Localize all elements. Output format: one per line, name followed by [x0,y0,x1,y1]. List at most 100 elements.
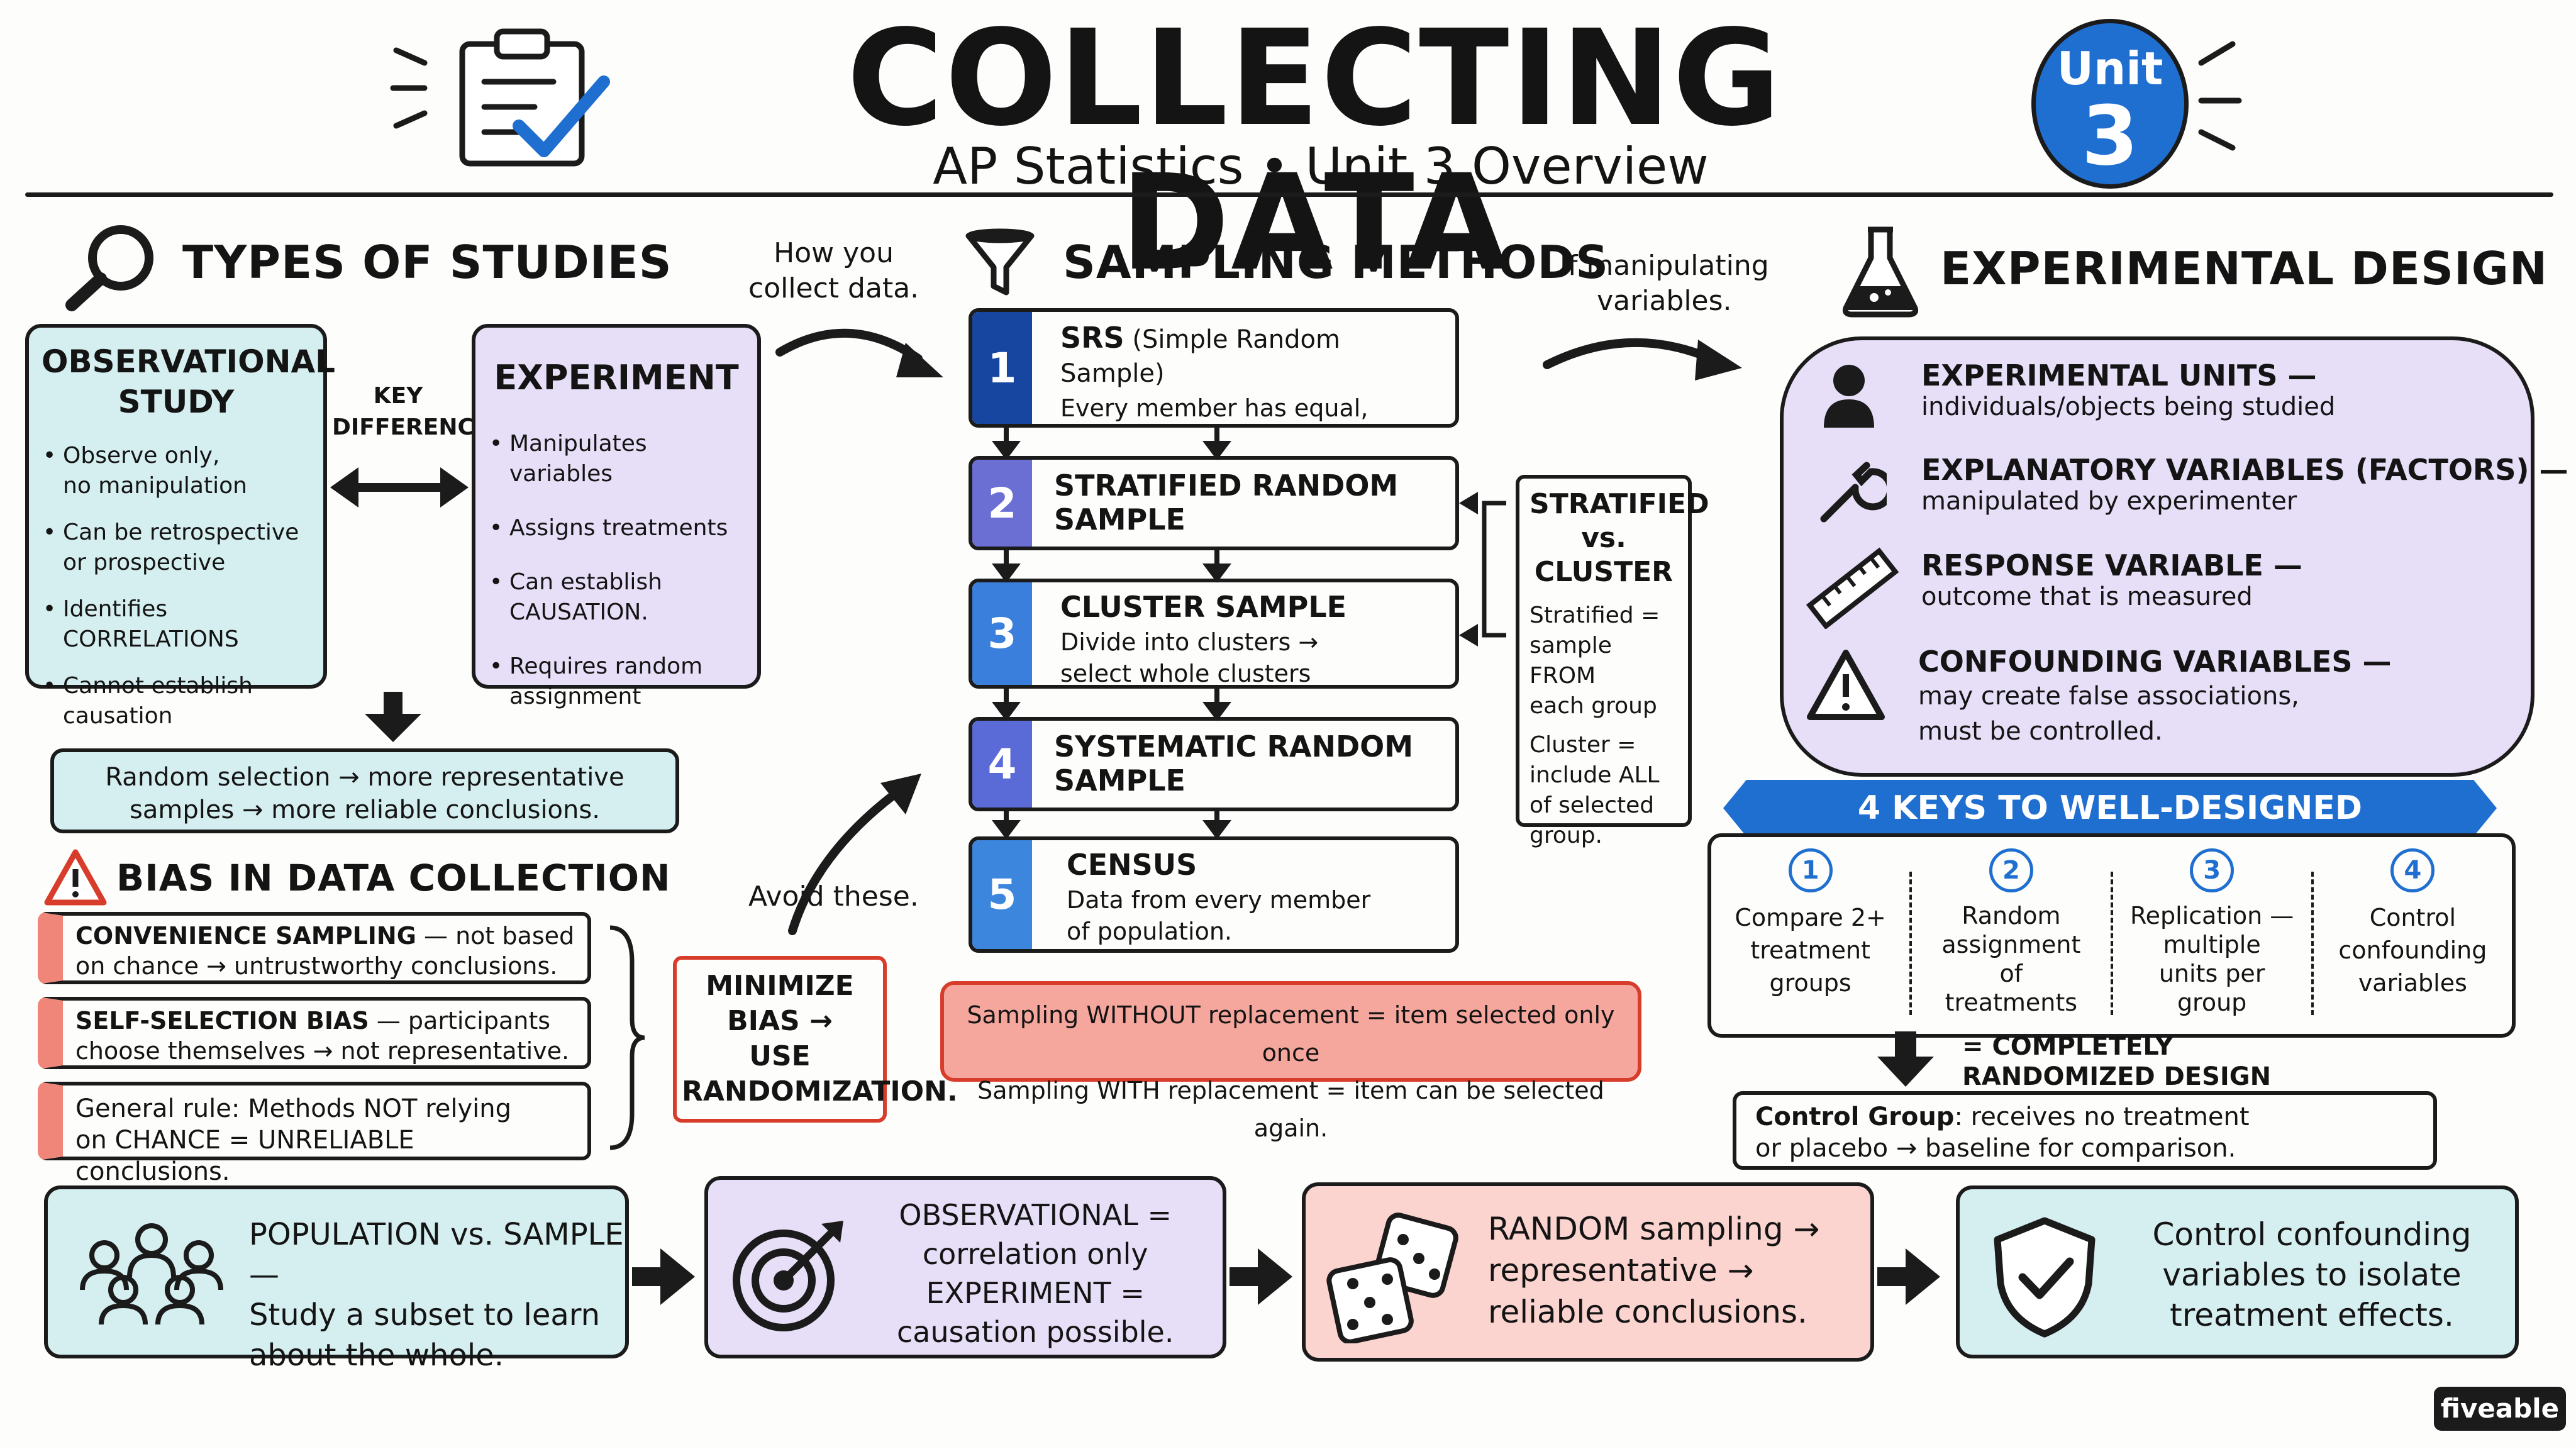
method-desc: Every member has equal, independent chan… [1060,394,1368,422]
if-arrow [1543,338,1742,380]
method-title: SYSTEMATIC RANDOM SAMPLE [1054,730,1414,797]
bias-title: SELF-SELECTION BIAS [75,1007,369,1035]
key-number: 2 [1989,848,2033,892]
method-title: CENSUS [1067,848,1197,882]
random-selection-note: Random selection → more representative s… [50,748,679,833]
experiment-card: EXPERIMENT Manipulates variables Assigns… [472,324,761,709]
sampling-method-systematic: 4 SYSTEMATIC RANDOM SAMPLE List populati… [969,717,1459,811]
if-manipulating-note: If manipulating variables. [1560,250,1769,317]
sampling-method-cluster: 3 CLUSTER SAMPLE Divide into clusters → … [969,579,1459,689]
method-title: CLUSTER SAMPLE [1060,590,1347,624]
obs-title: OBSERVATIONAL STUDY [42,343,336,420]
avoid-these-note: Avoid these. [748,880,919,913]
unit-badge: Unit 3 [2031,19,2189,189]
shield-check-icon [1988,1214,2101,1340]
design-item-title: EXPLANATORY VARIABLES (FACTORS) — [1921,453,2568,487]
exp-bullet: Requires random assignment [488,652,745,712]
magnifier-icon [63,223,157,311]
obs-bullet: Cannot establish causation [42,671,311,731]
key-text: Replication — multiple units per group [2129,902,2294,1016]
ruler-icon [1805,547,1899,630]
key-number: 3 [2190,848,2235,892]
four-keys-banner: 4 KEYS TO WELL-DESIGNED EXPERIMENTS [1723,780,2497,836]
sampling-heading: SAMPLING METHODS [1063,236,1609,289]
method-title: SRS [1060,321,1124,355]
method-desc: Divide into clusters → select whole clus… [1060,628,1319,687]
method-number: 4 [972,721,1032,808]
wrench-icon [1811,453,1894,528]
unit-label: Unit [2057,42,2163,95]
bias-rest: — not based [416,922,575,950]
method-desc: Data from every member of population. [1067,886,1371,945]
summary-text: RANDOM sampling → representative → relia… [1488,1211,1820,1330]
method-number: 2 [972,460,1032,547]
method-title: STRATIFIED RANDOM SAMPLE [1054,469,1399,536]
bias-item-convenience: CONVENIENCE SAMPLING — not based on chan… [38,912,591,984]
design-item-title: RESPONSE VARIABLE — [1921,548,2302,582]
target-icon [727,1214,853,1334]
bias-title: CONVENIENCE SAMPLING [75,922,416,950]
exp-bullet: Assigns treatments [488,513,745,543]
how-arrow [775,328,943,377]
replacement-with: Sampling WITH replacement = item can be … [977,1077,1604,1142]
minimize-bias-text: MINIMIZE BIAS → USE RANDOMIZATION. [682,970,958,1108]
summary-card-observational: OBSERVATIONAL = correlation only EXPERIM… [704,1176,1226,1358]
control-title: Control Group [1755,1102,1955,1131]
dice-icon [1324,1211,1463,1345]
bias-item-self-selection: SELF-SELECTION BIAS — participants choos… [38,997,591,1069]
summary-text: OBSERVATIONAL = correlation only EXPERIM… [897,1198,1174,1349]
sampling-method-census: 5 CENSUS Data from every member of popul… [969,836,1459,953]
exp-title: EXPERIMENT [494,358,739,397]
compare-stratified: Stratified = sample FROM each group [1530,602,1660,719]
summary-arrow [632,1248,695,1305]
key-text: Random assignment of treatments [1941,902,2081,1016]
double-arrow [330,467,469,508]
summary-arrow [1877,1248,1940,1305]
avoid-arrow [788,774,921,935]
funnel-icon [962,226,1038,302]
warning-icon [44,849,107,906]
unit-number: 3 [2081,88,2139,184]
exp-bullet: Can establish CAUSATION. [488,567,745,628]
people-group-icon [67,1218,236,1331]
method-number: 1 [972,312,1032,424]
person-icon [1821,362,1877,431]
bias-brace [609,925,645,1150]
sampling-method-stratified: 2 STRATIFIED RANDOM SAMPLE Divide into s… [969,456,1459,550]
flask-icon [1836,223,1924,318]
design-item-title: CONFOUNDING VARIABLES — [1918,645,2392,679]
method-number: 3 [972,582,1032,685]
design-cloud [1780,336,2534,777]
design-item-desc: may create false associations, must be c… [1918,682,2299,746]
bias-rule-line1: General rule: Methods NOT relying [75,1094,512,1123]
bias-line2: on chance → untrustworthy conclusions. [75,952,558,980]
method-title-extra: (Simple Random Sample) [1060,325,1340,388]
key-number: 1 [1788,848,1833,892]
design-item-desc: manipulated by experimenter [1921,487,2297,516]
design-heading: EXPERIMENTAL DESIGN [1940,242,2548,295]
key-number: 4 [2390,848,2435,892]
observational-study-card: OBSERVATIONAL STUDY Observe only, no man… [25,324,336,729]
types-heading: TYPES OF STUDIES [182,236,672,289]
bias-heading: BIAS IN DATA COLLECTION [116,857,671,899]
caution-icon [1805,648,1887,723]
summary-card-control: Control confounding variables to isolate… [1956,1185,2519,1358]
key-difference-label: KEY DIFFERENCE [332,383,490,440]
down-arrow [365,692,421,742]
summary-text: POPULATION vs. SAMPLE — Study a subset t… [249,1217,624,1373]
bias-line2: choose themselves → not representative. [75,1037,570,1065]
summary-text: Control confounding variables to isolate… [2152,1216,2472,1333]
control-group-card: Control Group: receives no treatment or … [1733,1091,2437,1170]
method-number: 5 [972,840,1032,949]
compare-title: STRATIFIED vs. CLUSTER [1530,488,1709,588]
replacement-without: Sampling WITHOUT replacement = item sele… [967,1001,1615,1067]
design-item-desc: individuals/objects being studied [1921,392,2336,421]
obs-bullet: Can be retrospective or prospective [42,518,311,578]
bias-rule-line2: on CHANCE = UNRELIABLE conclusions. [75,1126,414,1186]
compare-cluster: Cluster = include ALL of selected group. [1530,732,1660,848]
completely-randomized-label: = COMPLETELY RANDOMIZED DESIGN [1962,1032,2272,1091]
keys-down-arrow [1877,1031,1934,1087]
summary-arrow [1230,1248,1292,1305]
page-title: COLLECTING DATA [847,1,1782,300]
how-you-collect-note: How you collect data. [748,237,919,304]
